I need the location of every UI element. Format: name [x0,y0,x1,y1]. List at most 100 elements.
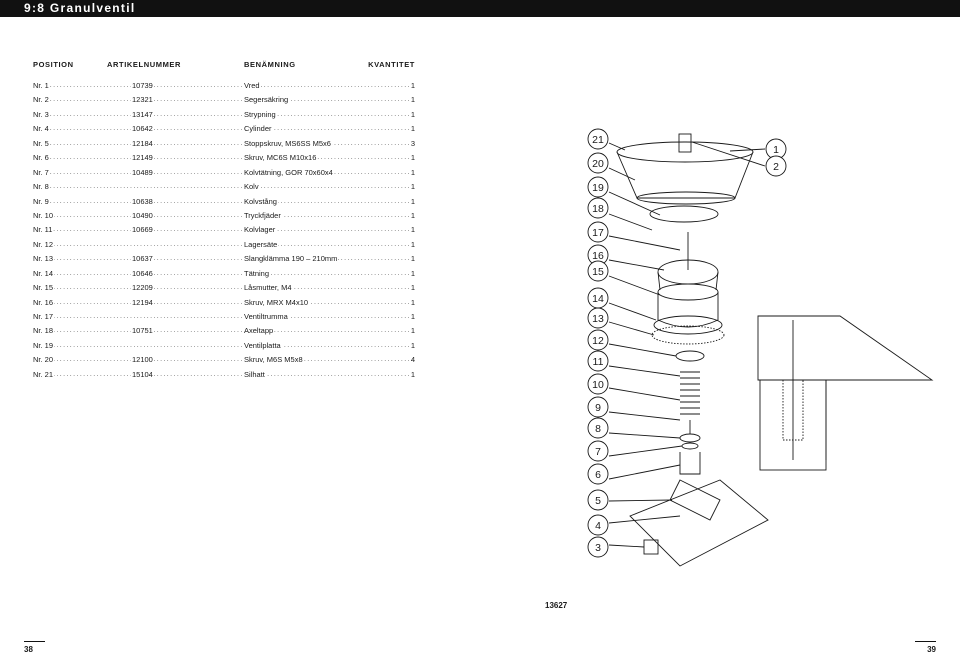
part-article-number: 10739 [131,79,154,94]
part-quantity: 1 [409,338,415,354]
callout-label: 7 [595,446,601,458]
base-plate [629,479,769,567]
dot-leader: ........................................… [33,110,415,118]
column-header-quantity: KVANTITET [368,60,415,69]
part-quantity: 1 [409,151,415,166]
part-quantity: 1 [409,180,415,195]
dot-leader: ........................................… [33,82,415,89]
part-quantity: 1 [409,367,415,383]
part-article-number: 10642 [131,122,154,137]
part-quantity: 1 [409,93,415,108]
callout-label: 2 [773,161,779,173]
part-quantity: 1 [409,223,415,238]
callout-circle [587,152,609,174]
table-row: ........................................… [33,310,415,325]
part-article-number: 10490 [131,208,154,224]
table-row: ........................................… [33,208,415,224]
part-article-number: 13147 [131,107,154,123]
dot-leader: ........................................… [33,341,415,349]
part-name: Slangklämma 190 – 210mm [243,252,339,267]
table-row: ........................................… [33,353,415,368]
part-name: Skruv, MRX M4x10 [243,295,310,311]
bearing-seat [675,350,705,362]
page-title: 9:8 Granulventil [24,1,136,15]
hose-clamp [651,325,725,345]
part-position: Nr. 8 [33,180,50,195]
dot-leader: ........................................… [33,284,415,292]
valve-plate [649,205,719,223]
part-position: Nr. 11 [33,223,54,238]
part-position: Nr. 20 [33,353,55,368]
part-name: Segersäkring [243,93,290,108]
piston [679,433,701,443]
part-position: Nr. 12 [33,237,55,253]
part-quantity: 1 [409,208,415,224]
piston-seal [681,442,699,450]
callout-label: 21 [592,134,604,146]
page-number-right: 39 [927,645,936,654]
callout-circle [587,463,609,485]
part-quantity: 1 [409,122,415,137]
dot-leader: ........................................… [33,269,415,277]
callout-label: 4 [595,520,601,532]
table-row: ........................................… [33,281,415,296]
part-position: Nr. 7 [33,165,50,181]
part-quantity: 1 [409,237,415,253]
dot-leader: ........................................… [33,298,415,306]
part-quantity: 1 [409,295,415,311]
part-name: Skruv, MC6S M10x16 [243,151,318,166]
table-row: ........................................… [33,107,415,123]
callout-label: 8 [595,423,601,435]
throttle [669,479,721,521]
callout-circle [587,260,609,282]
callout-label: 13 [592,313,604,325]
dot-leader: ........................................… [33,154,415,162]
table-row: ........................................… [33,367,415,383]
table-row: ........................................… [33,223,415,238]
part-name: Kolvlager [243,223,277,238]
dot-leader: ........................................… [33,96,415,104]
table-row: ........................................… [33,266,415,282]
dot-leader: ........................................… [33,255,415,263]
table-row: ........................................… [33,180,415,195]
dot-leader: ........................................… [33,370,415,378]
part-name: Kolv [243,180,260,195]
part-name: Kolvtätning, GOR 70x60x4 [243,165,334,181]
part-quantity: 1 [409,310,415,325]
cylinder [679,452,701,475]
callout-circle [587,197,609,219]
table-row: ........................................… [33,122,415,137]
dot-leader: ........................................… [33,125,415,133]
page-number-left: 38 [24,645,33,654]
callout-circle [587,536,609,558]
part-position: Nr. 15 [33,281,55,296]
part-name: Skruv, M6S M5x8 [243,353,304,368]
callout-label: 19 [592,182,604,194]
part-article-number: 12184 [131,136,154,152]
table-row: ........................................… [33,252,415,267]
part-article-number: 10638 [131,194,154,209]
part-name: Stoppskruv, MS6SS M5x6 [243,136,332,152]
part-article-number: 10751 [131,324,154,339]
part-article-number: 10669 [131,223,154,238]
table-row: ........................................… [33,338,415,354]
table-row: ........................................… [33,165,415,181]
dot-leader: ........................................… [33,139,415,147]
part-position: Nr. 5 [33,136,50,152]
part-name: Ventiltrumma [243,310,289,325]
callout-label: 9 [595,402,601,414]
column-header-article: ARTIKELNUMMER [107,60,182,69]
part-position: Nr. 4 [33,122,50,137]
part-name: Låsmutter, M4 [243,281,293,296]
callout-circle [587,417,609,439]
part-name: Vred [243,79,261,94]
callout-label: 18 [592,203,604,215]
callout-circle [587,307,609,329]
callout-label: 20 [592,158,604,170]
part-position: Nr. 2 [33,93,50,108]
dot-leader: ........................................… [33,211,415,219]
part-quantity: 1 [409,281,415,296]
